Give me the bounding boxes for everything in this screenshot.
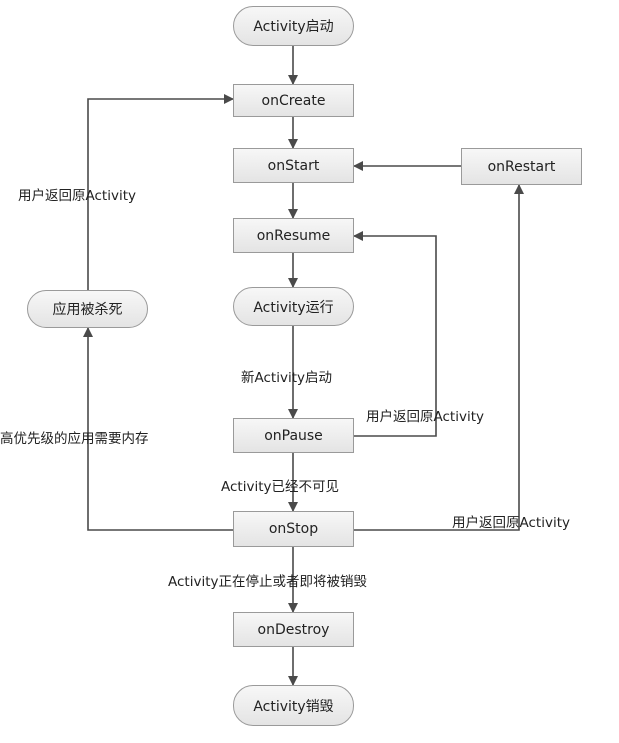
label-activity-invisible: Activity已经不可见	[221, 479, 339, 495]
label-user-return-stop: 用户返回原Activity	[452, 515, 570, 531]
label-higher-priority-memory: 高优先级的应用需要内存	[0, 431, 149, 447]
node-onstop: onStop	[233, 511, 354, 547]
node-ondestroy: onDestroy	[233, 612, 354, 647]
node-oncreate: onCreate	[233, 84, 354, 117]
arrow-onstop-to-appkilled	[83, 327, 233, 531]
node-onstart: onStart	[233, 148, 354, 183]
node-activity-running: Activity运行	[233, 287, 354, 326]
label-user-return-left: 用户返回原Activity	[18, 188, 136, 204]
arrow-onstop-to-onrestart	[354, 184, 524, 531]
label-new-activity-start: 新Activity启动	[241, 370, 332, 386]
label-stopping-or-destroyed: Activity正在停止或者即将被销毁	[168, 574, 367, 590]
node-onresume: onResume	[233, 218, 354, 253]
node-activity-destroyed: Activity销毁	[233, 685, 354, 726]
arrow-appkilled-to-oncreate	[87, 94, 234, 290]
node-app-killed: 应用被杀死	[27, 290, 148, 328]
node-onpause: onPause	[233, 418, 354, 453]
node-onrestart: onRestart	[461, 148, 582, 185]
arrow-onpause-to-onresume	[353, 231, 437, 437]
node-activity-start: Activity启动	[233, 6, 354, 46]
label-user-return-pause: 用户返回原Activity	[366, 409, 484, 425]
